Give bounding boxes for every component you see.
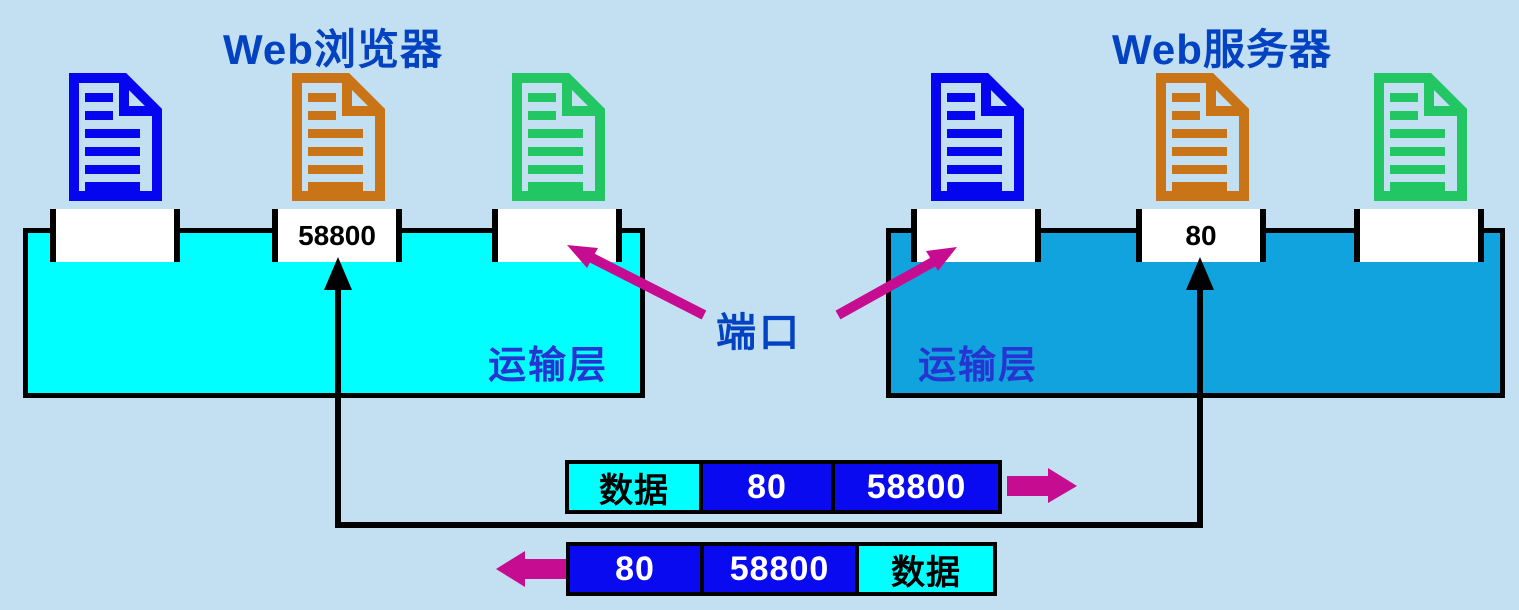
packet-cell: 58800 [831,460,1002,514]
port-number-label: 58800 [298,219,376,251]
transport-layer-label: 运输层 [918,345,1039,387]
packet-cell: 80 [699,460,835,514]
browser-title: Web浏览器 [223,26,443,73]
port-callout-label: 端口 [716,311,802,355]
browser-port-slot-1 [50,209,180,262]
browser-port-slot-3 [492,209,622,262]
packet-cell: 数据 [565,460,703,514]
server-port-slot-3 [1354,209,1484,262]
packet-cell: 数据 [855,542,997,596]
packet-cell: 80 [566,542,704,596]
server-title: Web服务器 [1112,26,1332,73]
browser-port-slot-2: 58800 [272,209,402,262]
response-packet: 80 58800 数据 [566,542,997,596]
transport-layer-label: 运输层 [488,345,609,387]
server-port-slot-1 [911,209,1041,262]
document-icon [69,73,162,201]
document-icon [292,73,385,201]
document-icon [931,73,1024,201]
request-direction-arrow-icon [1007,468,1077,503]
port-number-label: 80 [1185,219,1217,251]
request-packet: 数据 80 58800 [565,460,1002,514]
document-icon [1374,73,1467,201]
server-port-slot-2: 80 [1136,209,1266,262]
document-icon [512,73,605,201]
packet-cell: 58800 [700,542,859,596]
response-direction-arrow-icon [496,551,566,587]
document-icon [1156,73,1249,201]
